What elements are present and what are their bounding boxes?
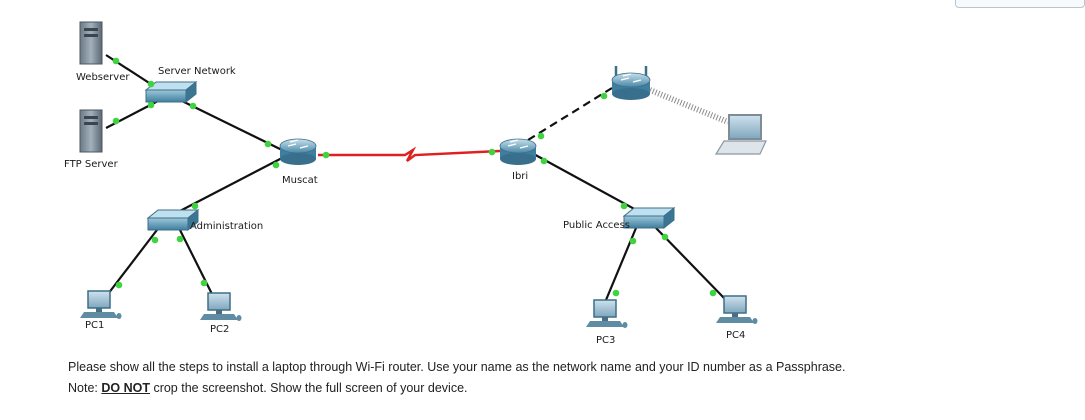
server-network-label: Server Network bbox=[158, 66, 236, 77]
switch-icon[interactable] bbox=[622, 206, 676, 230]
ibri-label: Ibri bbox=[512, 171, 528, 182]
port-up-indicator bbox=[322, 151, 330, 159]
router-icon[interactable] bbox=[499, 138, 537, 165]
port-up-indicator bbox=[272, 161, 280, 169]
port-up-indicator bbox=[200, 279, 208, 287]
port-up-indicator bbox=[488, 148, 496, 156]
ftp-server-label: FTP Server bbox=[64, 159, 119, 170]
link-switch-muscat bbox=[179, 99, 283, 151]
port-up-indicator bbox=[537, 132, 545, 140]
pc-icon[interactable] bbox=[716, 295, 758, 324]
link-ibri-public-access bbox=[529, 151, 641, 213]
webserver-label: Webserver bbox=[76, 72, 130, 83]
server-icon[interactable] bbox=[79, 21, 103, 65]
note-emphasis: DO NOT bbox=[101, 381, 150, 395]
port-up-indicator bbox=[264, 140, 272, 148]
server-icon[interactable] bbox=[79, 109, 103, 153]
wireless-router-icon[interactable] bbox=[611, 66, 651, 100]
link-ibri-wireless-router bbox=[527, 87, 613, 141]
port-up-indicator bbox=[147, 101, 155, 109]
wireless-signal bbox=[648, 87, 730, 125]
muscat-label: Muscat bbox=[282, 175, 318, 186]
router-icon[interactable] bbox=[279, 138, 317, 165]
port-up-indicator bbox=[612, 289, 620, 297]
port-up-indicator bbox=[540, 157, 548, 165]
port-up-indicator bbox=[112, 57, 120, 65]
pc-icon[interactable] bbox=[200, 292, 242, 321]
port-indicators bbox=[112, 57, 717, 297]
port-up-indicator bbox=[151, 236, 159, 244]
pc-icon[interactable] bbox=[80, 290, 122, 319]
port-up-indicator bbox=[147, 80, 155, 88]
pc-icon[interactable] bbox=[586, 299, 628, 328]
port-up-indicator bbox=[176, 235, 184, 243]
laptop-icon[interactable] bbox=[714, 114, 767, 155]
instruction-text: Please show all the steps to install a l… bbox=[68, 360, 846, 374]
pc4-label: PC4 bbox=[726, 330, 745, 341]
note-rest: crop the screenshot. Show the full scree… bbox=[149, 381, 468, 395]
port-up-indicator bbox=[620, 202, 628, 210]
port-up-indicator bbox=[115, 281, 123, 289]
port-up-indicator bbox=[709, 289, 717, 297]
port-up-indicator bbox=[191, 202, 199, 210]
link-administration-pc1 bbox=[107, 225, 161, 295]
pc3-label: PC3 bbox=[596, 335, 615, 346]
pc1-label: PC1 bbox=[85, 320, 104, 331]
note-prefix: Note: bbox=[68, 381, 102, 395]
public-access-label: Public Access bbox=[563, 220, 630, 231]
instructions: Please show all the steps to install a l… bbox=[68, 357, 1048, 399]
port-up-indicator bbox=[661, 233, 669, 241]
port-up-indicator bbox=[189, 102, 197, 110]
switch-icon[interactable] bbox=[146, 208, 200, 232]
port-up-indicator bbox=[112, 117, 120, 125]
serial-link-muscat-ibri bbox=[318, 146, 501, 162]
link-public-access-pc4 bbox=[655, 227, 725, 299]
switch-icon[interactable] bbox=[144, 80, 198, 104]
note-text: Note: DO NOT crop the screenshot. Show t… bbox=[68, 378, 1048, 399]
network-topology: Webserver Server Network FTP Server Musc… bbox=[64, 21, 767, 346]
administration-label: Administration bbox=[190, 221, 263, 232]
port-up-indicator bbox=[600, 92, 608, 100]
pc2-label: PC2 bbox=[210, 324, 229, 335]
port-up-indicator bbox=[629, 237, 637, 245]
